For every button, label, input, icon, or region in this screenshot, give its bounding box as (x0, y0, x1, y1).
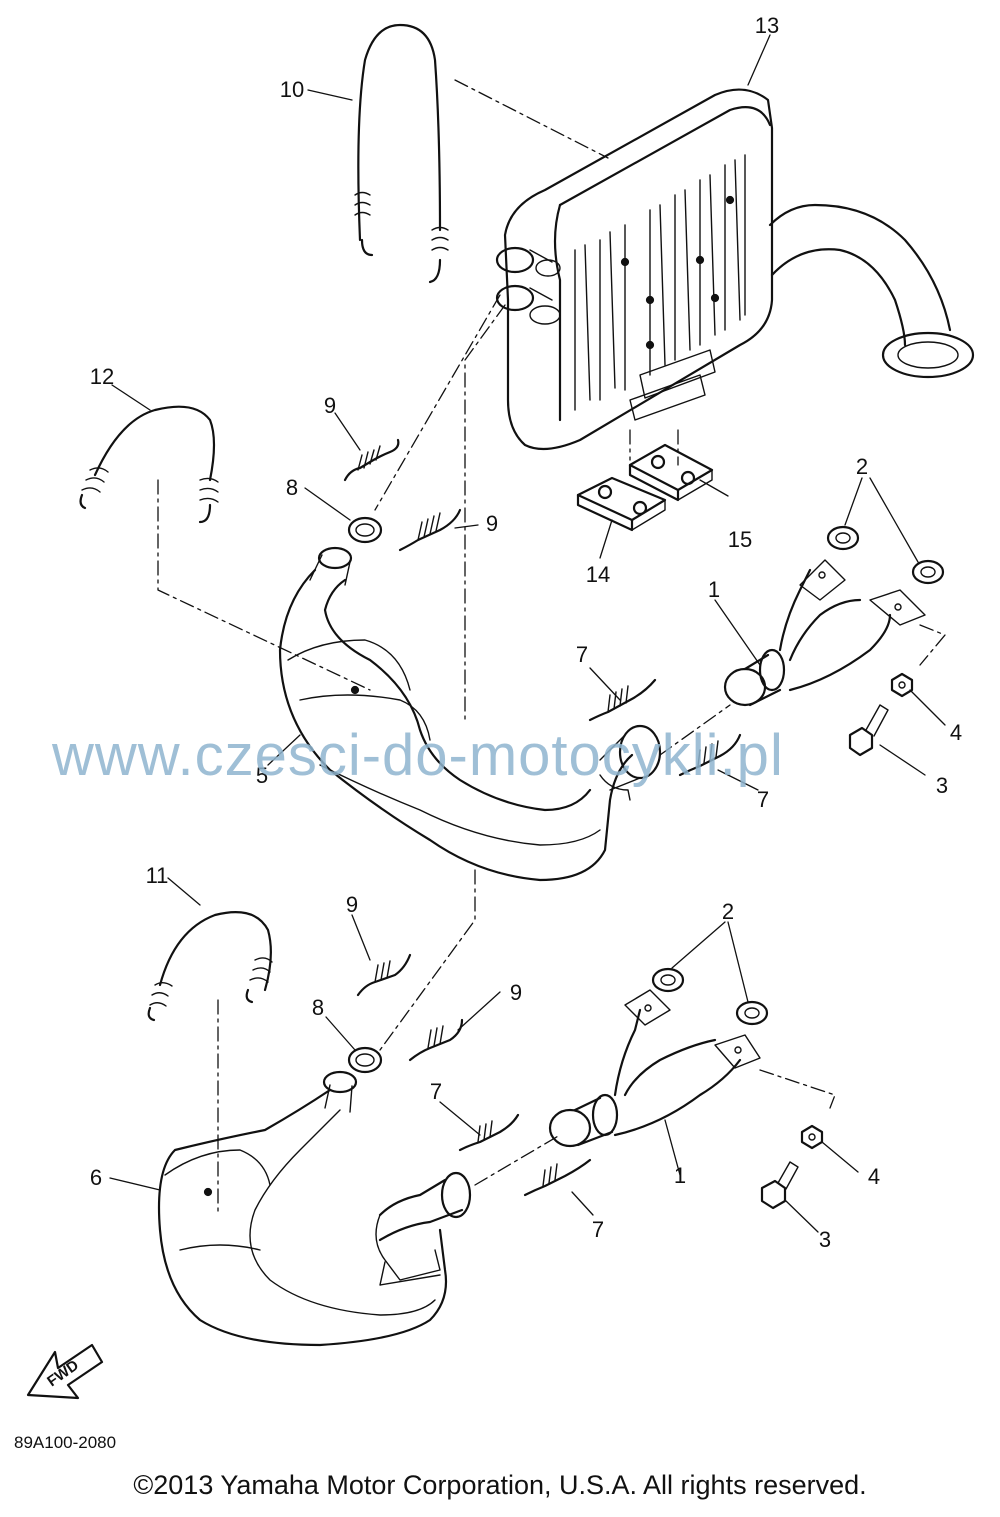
washer-part-2-bottom (651, 967, 769, 1026)
bracket-part-14 (576, 476, 667, 532)
bracket-part-15 (628, 443, 714, 502)
callout-7c: 7 (429, 1079, 443, 1104)
callout-2-bottom: 2 (721, 899, 735, 924)
callout-9a: 9 (323, 393, 337, 418)
exhaust-chamber-part-6 (157, 1070, 472, 1347)
callout-4-bottom: 4 (867, 1164, 881, 1189)
spring-part-9c (356, 953, 412, 997)
spring-part-9a (343, 438, 400, 482)
callout-2-top: 2 (855, 454, 869, 479)
gasket-part-8-top (347, 516, 383, 544)
callout-6: 6 (89, 1165, 103, 1190)
callout-8-bottom: 8 (311, 995, 325, 1020)
nut-part-4-bottom (800, 1124, 824, 1150)
muffler-part-13 (495, 88, 975, 451)
callout-5: 5 (255, 763, 269, 788)
watermark: www.czesci-do-motocykli.pl (52, 723, 784, 788)
exhaust-pipe-part-1-bottom (548, 989, 761, 1148)
callout-7b: 7 (756, 787, 770, 812)
fwd-arrow-icon (26, 1343, 104, 1400)
assembly-centerlines (157, 79, 946, 1216)
callout-12: 12 (89, 364, 115, 389)
callout-4-top: 4 (949, 720, 963, 745)
callout-1-bottom: 1 (673, 1163, 687, 1188)
callout-3-bottom: 3 (818, 1227, 832, 1252)
callout-7a: 7 (575, 642, 589, 667)
gasket-part-8-bottom (347, 1046, 383, 1074)
callout-9d: 9 (509, 980, 523, 1005)
spring-part-9b (398, 508, 462, 552)
callout-13: 13 (754, 13, 780, 38)
callout-9b: 9 (485, 511, 499, 536)
callout-10: 10 (279, 77, 305, 102)
spring-part-7d (523, 1158, 592, 1197)
callout-leaders (109, 34, 946, 1233)
callout-11: 11 (145, 863, 169, 888)
spring-cable-part-11 (147, 911, 273, 1022)
exhaust-chamber-part-5 (278, 546, 662, 882)
callout-7d: 7 (591, 1217, 605, 1242)
callout-3-top: 3 (935, 773, 949, 798)
bolt-part-3-bottom (760, 1161, 799, 1210)
callout-9c: 9 (345, 892, 359, 917)
copyright-notice: ©2013 Yamaha Motor Corporation, U.S.A. A… (133, 1470, 867, 1500)
spring-cable-part-10 (354, 23, 449, 284)
washer-part-2-top (826, 525, 945, 585)
spring-part-7b (678, 733, 742, 777)
bolt-part-3-top (848, 704, 889, 757)
spring-part-7a (588, 678, 657, 722)
callout-15: 15 (727, 527, 753, 552)
callout-1-top: 1 (707, 577, 721, 602)
drawing-code: 89A100-2080 (14, 1433, 117, 1452)
spring-part-9d (408, 1018, 464, 1062)
nut-part-4-top (890, 672, 914, 698)
exhaust-pipe-part-1-top (723, 559, 926, 707)
spring-cable-part-12 (79, 405, 219, 524)
spring-part-7c (458, 1113, 520, 1152)
callout-14: 14 (585, 562, 611, 587)
callout-8-top: 8 (285, 475, 299, 500)
